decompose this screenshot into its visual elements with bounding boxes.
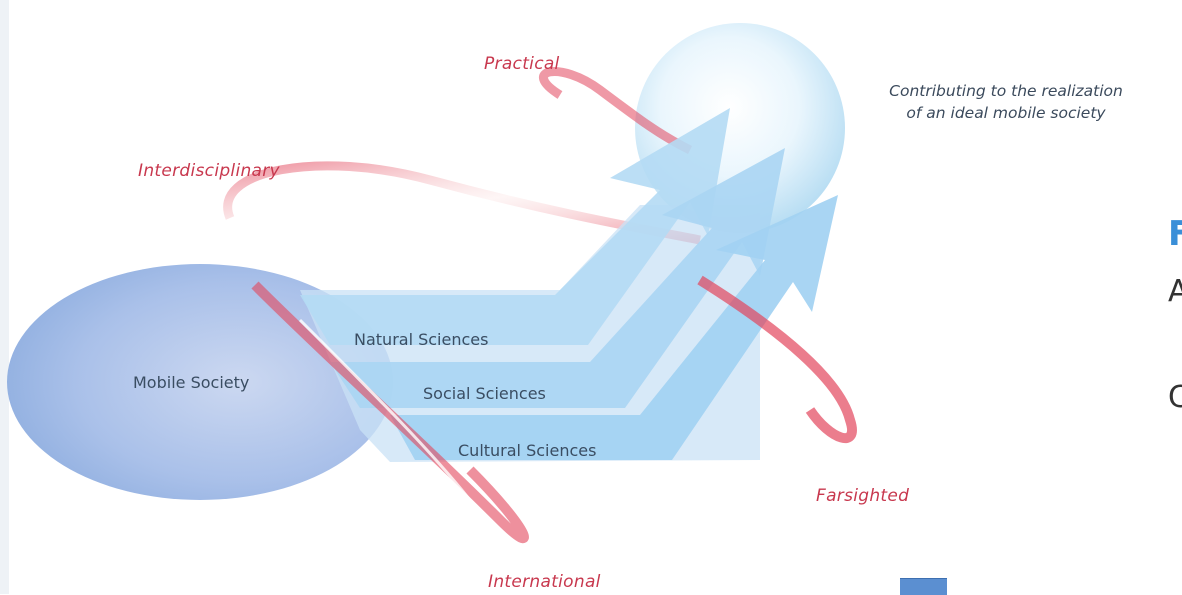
label-natural-sciences: Natural Sciences [354, 330, 489, 349]
label-cultural-sciences: Cultural Sciences [458, 441, 597, 460]
label-social-sciences: Social Sciences [423, 384, 546, 403]
label-interdisciplinary: Interdisciplinary [138, 161, 280, 181]
orbit-ring-front-right [697, 275, 857, 444]
arrow-social-sciences [330, 148, 785, 408]
cut-off-line-2: C [1168, 380, 1182, 415]
orbit-ring-thin [298, 318, 472, 501]
label-mobile-society: Mobile Society [133, 373, 250, 392]
cut-off-heading: F [1168, 214, 1182, 254]
orbit-ring-front [251, 281, 529, 544]
cut-off-line-1: A [1168, 274, 1182, 309]
label-international: International [488, 572, 601, 592]
label-practical: Practical [484, 54, 560, 74]
label-farsighted: Farsighted [816, 486, 910, 506]
left-edge-strip [0, 0, 9, 594]
goal-label-line1: Contributing to the realization [889, 82, 1123, 100]
goal-label: Contributing to the realization of an id… [826, 80, 1182, 124]
arrow-cultural-sciences [390, 195, 838, 460]
small-blue-button[interactable] [900, 578, 947, 595]
arrow-natural-sciences [300, 108, 730, 345]
orbit-ring-back-top [539, 67, 693, 155]
goal-label-line2: of an ideal mobile society [906, 104, 1106, 122]
